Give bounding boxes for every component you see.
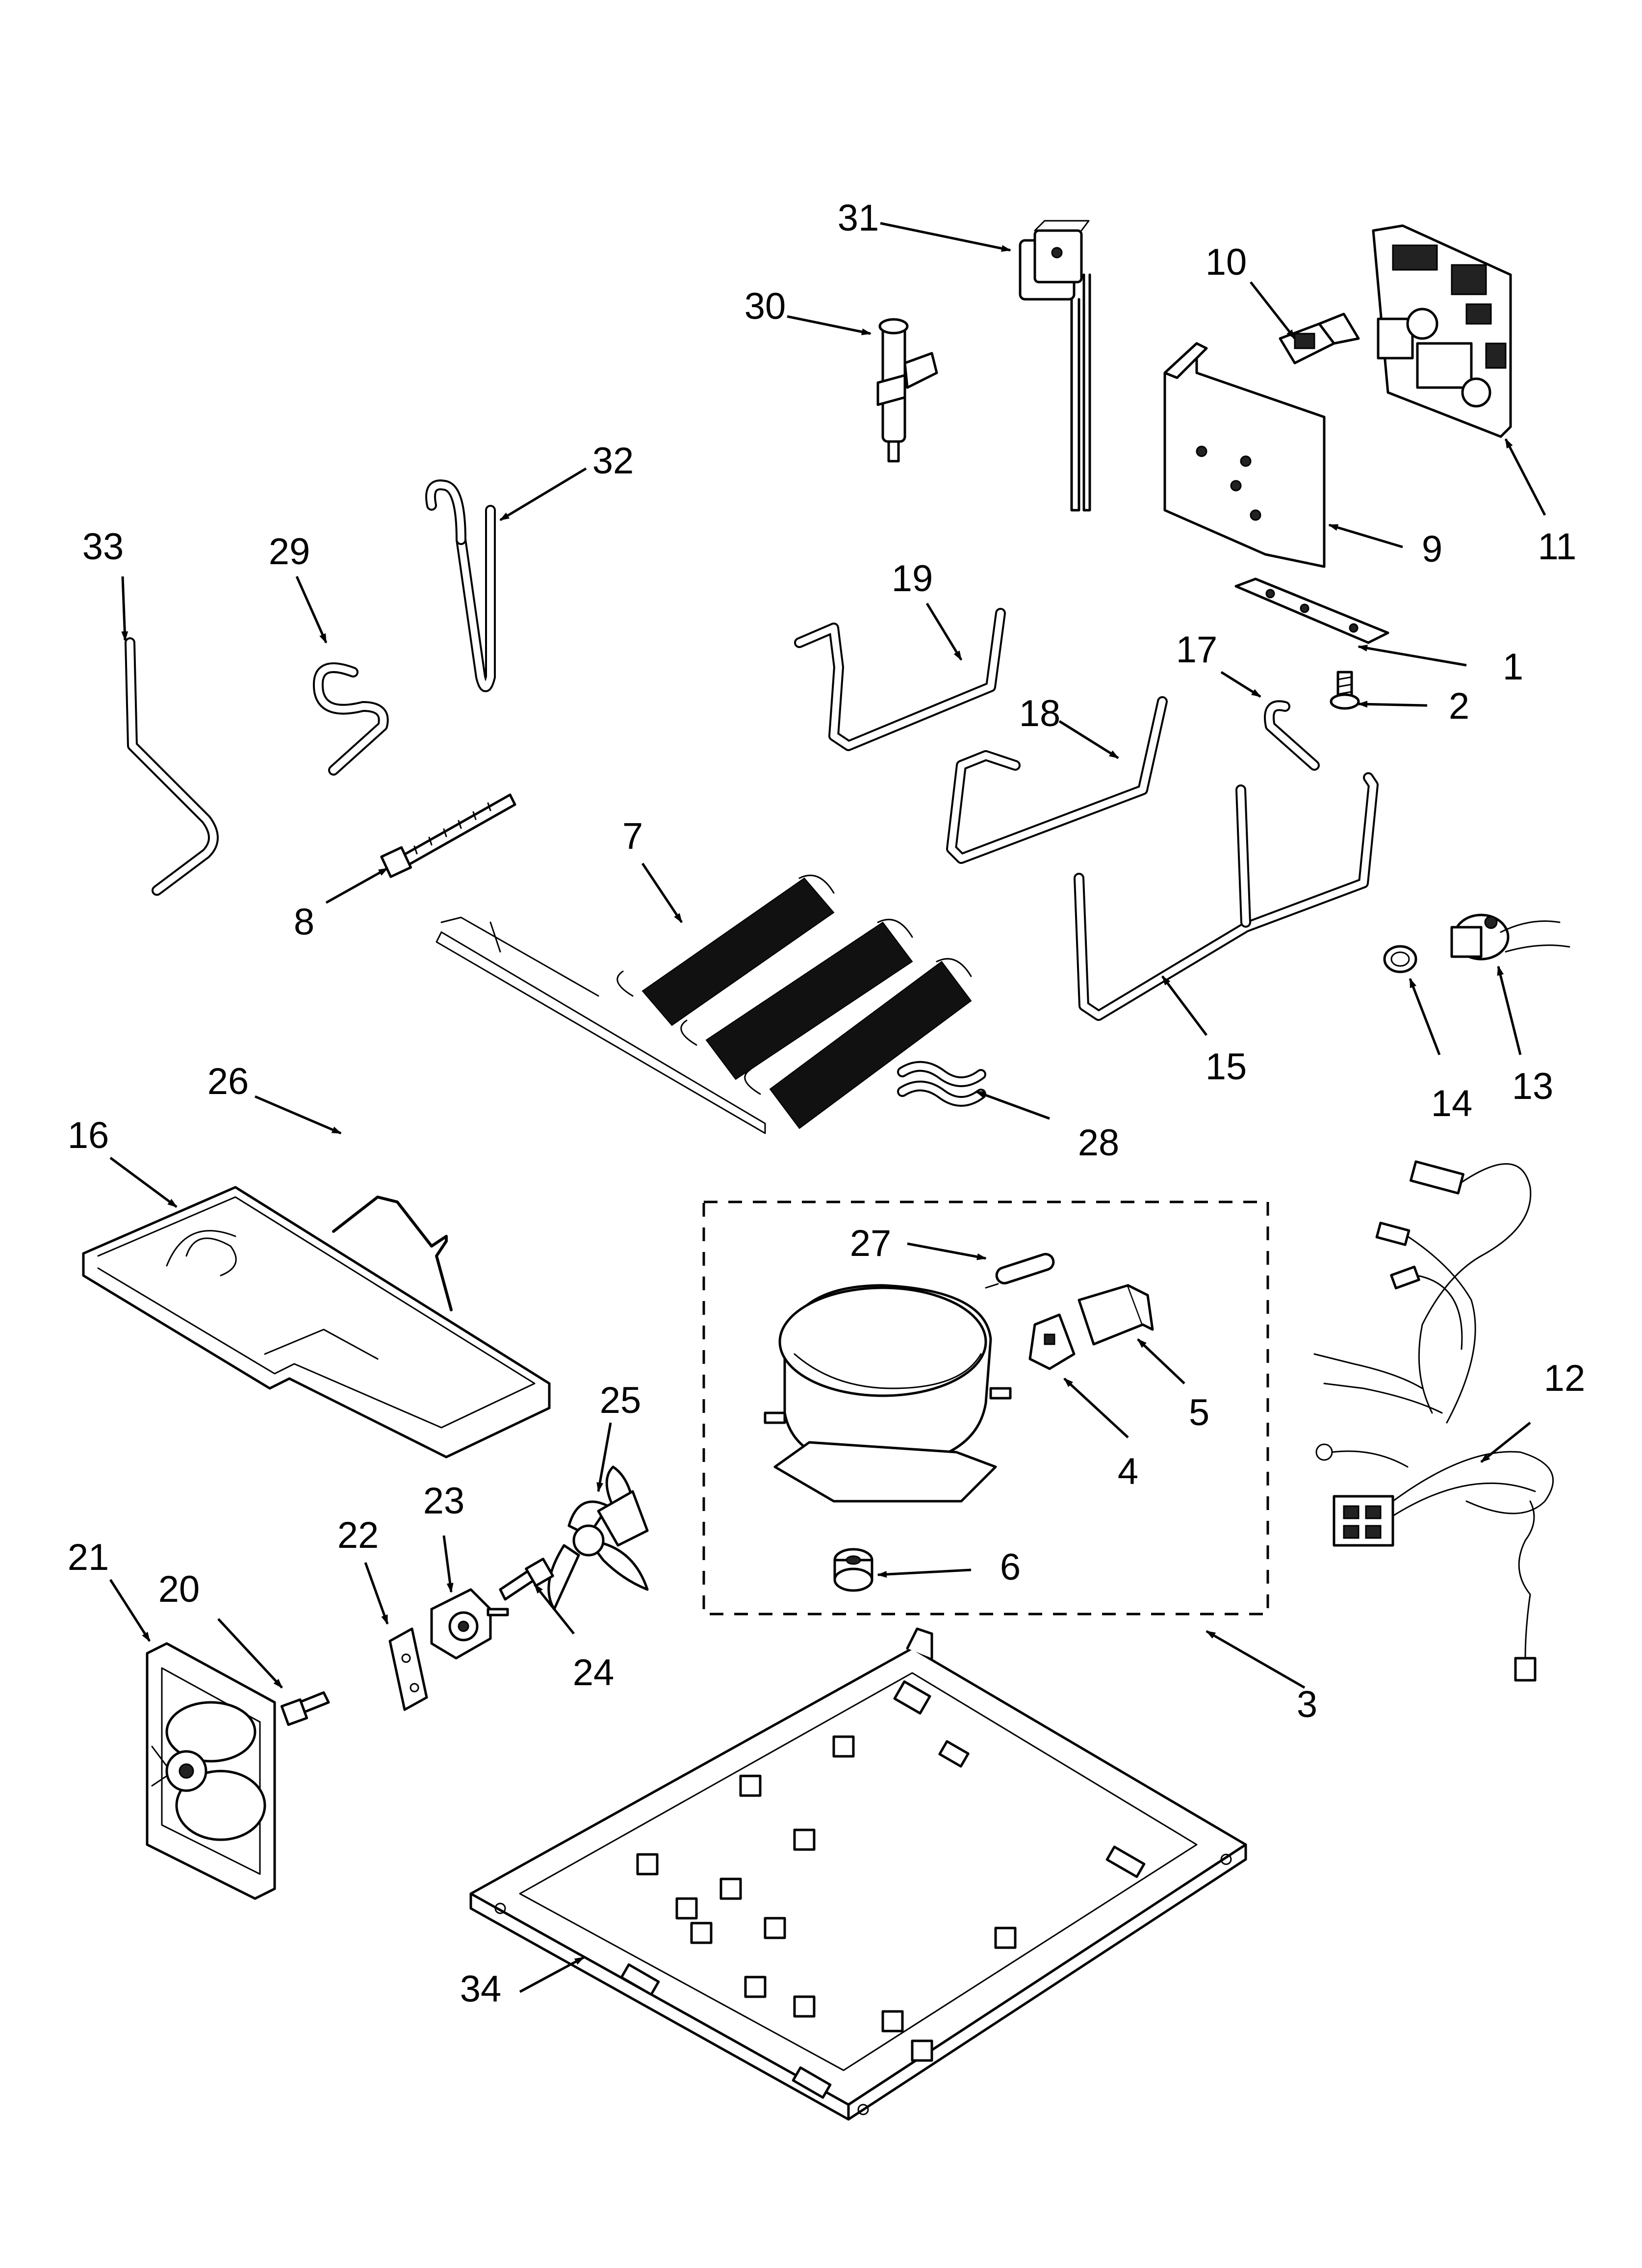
part-1-plate [1234,577,1389,644]
part-12-harness [1313,1160,1554,1682]
part-22-bracket [388,1627,428,1711]
part-17-tube [1264,700,1320,771]
part-4-relay [1028,1313,1076,1370]
callout-5: 5 [1189,1392,1209,1434]
callout-22: 22 [337,1514,379,1556]
part-33-tube [125,637,219,896]
callout-16: 16 [68,1115,109,1156]
callout-17: 17 [1176,629,1218,671]
callout-33: 33 [82,526,124,568]
callout-27: 27 [850,1223,892,1264]
callout-20: 20 [158,1568,200,1610]
part-32-tube [425,479,496,692]
leader-lines [109,222,1546,1993]
part-20-screw [280,1691,330,1726]
part-16-drain-pan [82,1186,551,1459]
callout-4: 4 [1118,1451,1138,1492]
callout-28: 28 [1078,1122,1120,1164]
callout-29: 29 [269,531,310,573]
part-9-bracket [1163,342,1326,568]
part-21-fan-shroud [146,1642,276,1900]
part-8-cable-tie [380,793,516,878]
part-10-sensor [1279,313,1360,365]
callout-34: 34 [460,1968,502,2010]
part-2-screw [1330,671,1360,710]
callout-30: 30 [744,286,786,327]
callout-8: 8 [294,901,314,943]
part-34-base-pan [469,1627,1247,2121]
part-18-tube [946,696,1168,864]
callout-23: 23 [423,1480,465,1522]
part-7-condenser [436,874,972,1134]
callout-6: 6 [1000,1546,1021,1588]
part-compressor [764,1284,1012,1503]
part-28-clip [897,1061,986,1107]
callout-26: 26 [207,1061,249,1102]
callout-7: 7 [622,815,643,857]
part-15-tube [1074,772,1379,1021]
part-14-knob [1383,945,1417,973]
callout-3: 3 [1297,1684,1317,1725]
part-11-control-board [1372,224,1512,438]
callout-2: 2 [1449,685,1469,727]
part-23-fan-motor [430,1588,509,1660]
part-26-wire [332,1196,453,1311]
part-29-tube [312,662,389,776]
callout-21: 21 [68,1537,109,1578]
callout-9: 9 [1422,528,1442,570]
part-31-solenoid [1019,220,1091,512]
callout-14: 14 [1431,1083,1473,1124]
callout-12: 12 [1544,1357,1586,1399]
callout-13: 13 [1512,1066,1554,1107]
part-27-drier [985,1252,1055,1289]
callout-1: 1 [1503,646,1523,688]
part-24-screw [499,1558,554,1601]
callout-19: 19 [892,558,933,600]
part-6-grommet [833,1548,873,1592]
callout-24: 24 [573,1652,615,1694]
callout-32: 32 [592,440,634,482]
callout-31: 31 [838,197,879,239]
callout-18: 18 [1019,693,1061,734]
callout-11: 11 [1538,526,1577,568]
part-19-tube [794,608,1006,751]
part-30-valve-tee [876,318,938,463]
callout-25: 25 [600,1380,641,1421]
part-13-thermostat [1450,913,1570,961]
part-25-fan-blade [547,1465,649,1611]
callout-15: 15 [1206,1046,1247,1088]
part-5-overload [1078,1284,1154,1346]
callout-labels: 1 2 3 4 5 6 7 8 9 10 11 12 13 14 15 16 1… [68,197,1586,2010]
callout-10: 10 [1206,241,1247,283]
compressor-assembly-box [702,1200,1269,1616]
